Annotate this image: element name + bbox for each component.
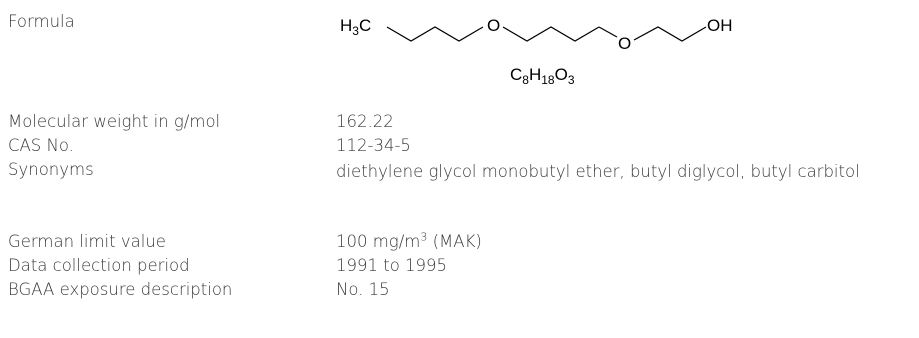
data-collection-period-label: Data collection period xyxy=(8,256,190,275)
ethylene-bonds-2 xyxy=(633,26,707,42)
molecular-formula: C8H18O3 xyxy=(510,65,575,87)
german-limit-value: 100 mg/m3 (MAK) xyxy=(336,230,482,252)
synonyms-value: diethylene glycol monobutyl ether, butyl… xyxy=(336,162,860,181)
carbon-chain-bonds xyxy=(386,26,484,42)
bgaa-exposure-description-value: No. 15 xyxy=(336,280,390,299)
german-limit-value-label: German limit value xyxy=(8,232,166,251)
ether-oxygen-2: O xyxy=(618,34,631,53)
structural-formula-diagram: H3C O O OH C8H18O3 xyxy=(340,16,733,87)
h3c-subscript: 3 xyxy=(352,24,359,38)
svg-text:H3C: H3C xyxy=(340,16,371,38)
molecular-weight-label: Molecular weight in g/mol xyxy=(8,112,221,131)
hydroxyl-group: OH xyxy=(707,16,733,35)
bond-to-oxygen-2 xyxy=(598,26,618,38)
h3c-carbon: C xyxy=(359,16,371,35)
h3c-hydrogen: H xyxy=(340,16,352,35)
ether-oxygen-1: O xyxy=(487,16,500,35)
bgaa-exposure-description-label: BGAA exposure description xyxy=(8,280,233,299)
formula-label: Formula xyxy=(8,12,75,31)
cas-number-value: 112-34-5 xyxy=(336,136,411,155)
data-collection-period-value: 1991 to 1995 xyxy=(336,256,448,275)
molecular-weight-value: 162.22 xyxy=(336,112,394,131)
ethylene-bonds-1 xyxy=(502,26,600,42)
cas-number-label: CAS No. xyxy=(8,136,74,155)
synonyms-label: Synonyms xyxy=(8,160,94,179)
